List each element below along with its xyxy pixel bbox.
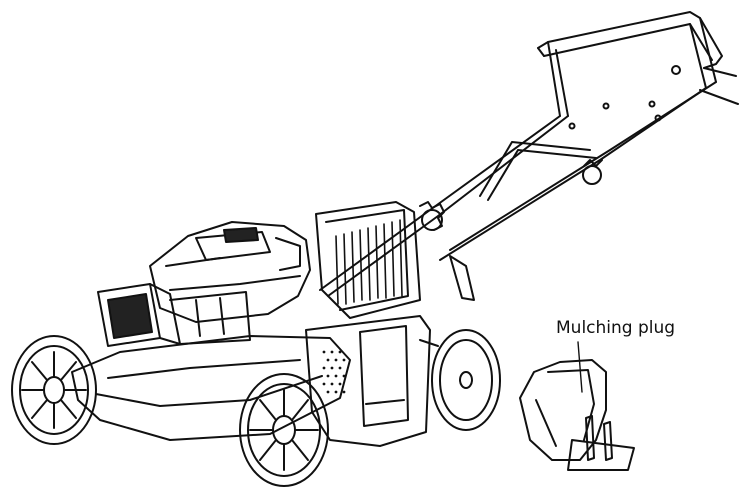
vent-holes xyxy=(322,350,346,394)
battery-pack xyxy=(97,283,251,347)
rear-chute xyxy=(315,201,421,319)
front-right-wheel xyxy=(239,373,329,487)
rear-housing xyxy=(305,315,431,447)
handle-tubes xyxy=(319,81,717,301)
front-left-wheel xyxy=(11,335,97,445)
engine xyxy=(149,221,311,323)
rear-right-wheel xyxy=(419,329,501,431)
callout-leader-line xyxy=(577,341,583,393)
mulching-plug-label: Mulching plug xyxy=(556,318,676,338)
handle-bar xyxy=(537,11,739,117)
mulching-plug xyxy=(519,359,635,471)
